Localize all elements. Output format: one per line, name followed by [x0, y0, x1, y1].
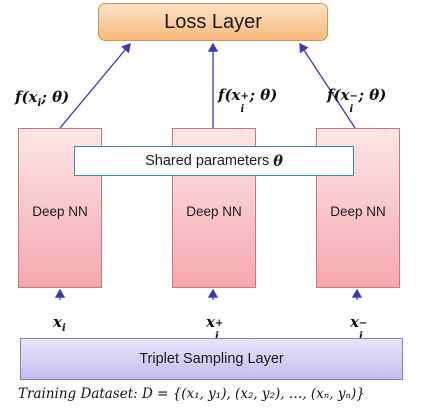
output-tail-3: ; θ): [358, 86, 387, 104]
loss-layer-label: Loss Layer: [164, 10, 262, 33]
triplet-sampling-layer-label: Triplet Sampling Layer: [139, 351, 284, 367]
input-x-3: x: [350, 313, 359, 331]
input-label-negative: x−i: [350, 313, 368, 342]
deep-nn-label-2: Deep NN: [186, 203, 242, 219]
input-label-positive: x+i: [206, 313, 224, 342]
deep-nn-label-3: Deep NN: [330, 203, 386, 219]
training-dataset-caption: Training Dataset: D = {(x₁, y₁), (x₂, y₂…: [18, 386, 365, 402]
output-label-anchor: f(xi; θ): [15, 88, 70, 109]
arrow-nn3-to-loss: [299, 42, 356, 129]
shared-parameters-box: Shared parameters θ: [74, 146, 354, 176]
output-label-positive: f(x+i; θ): [218, 86, 278, 115]
arrow-nn1-to-loss: [59, 43, 131, 129]
output-label-negative: f(x−i; θ): [327, 86, 387, 115]
loss-layer-box: Loss Layer: [98, 3, 328, 41]
output-label-1: f(x: [15, 88, 38, 106]
output-sup-3: −: [349, 91, 358, 102]
output-label-3: f(x: [327, 86, 350, 104]
input-sup-3: −: [358, 318, 368, 329]
input-x-2: x: [206, 313, 215, 331]
output-tail-2: ; θ): [249, 86, 278, 104]
output-sup-2: +: [240, 91, 249, 102]
input-sup-2: +: [214, 318, 224, 329]
input-label-anchor: xi: [53, 313, 66, 334]
output-tail-1: ; θ): [41, 88, 70, 106]
input-x-1: x: [53, 313, 62, 331]
shared-parameters-label: Shared parameters: [145, 153, 270, 169]
output-label-2: f(x: [218, 86, 241, 104]
shared-parameters-symbol: θ: [273, 152, 283, 170]
triplet-sampling-layer-box: Triplet Sampling Layer: [20, 338, 403, 380]
deep-nn-label-1: Deep NN: [32, 203, 88, 219]
